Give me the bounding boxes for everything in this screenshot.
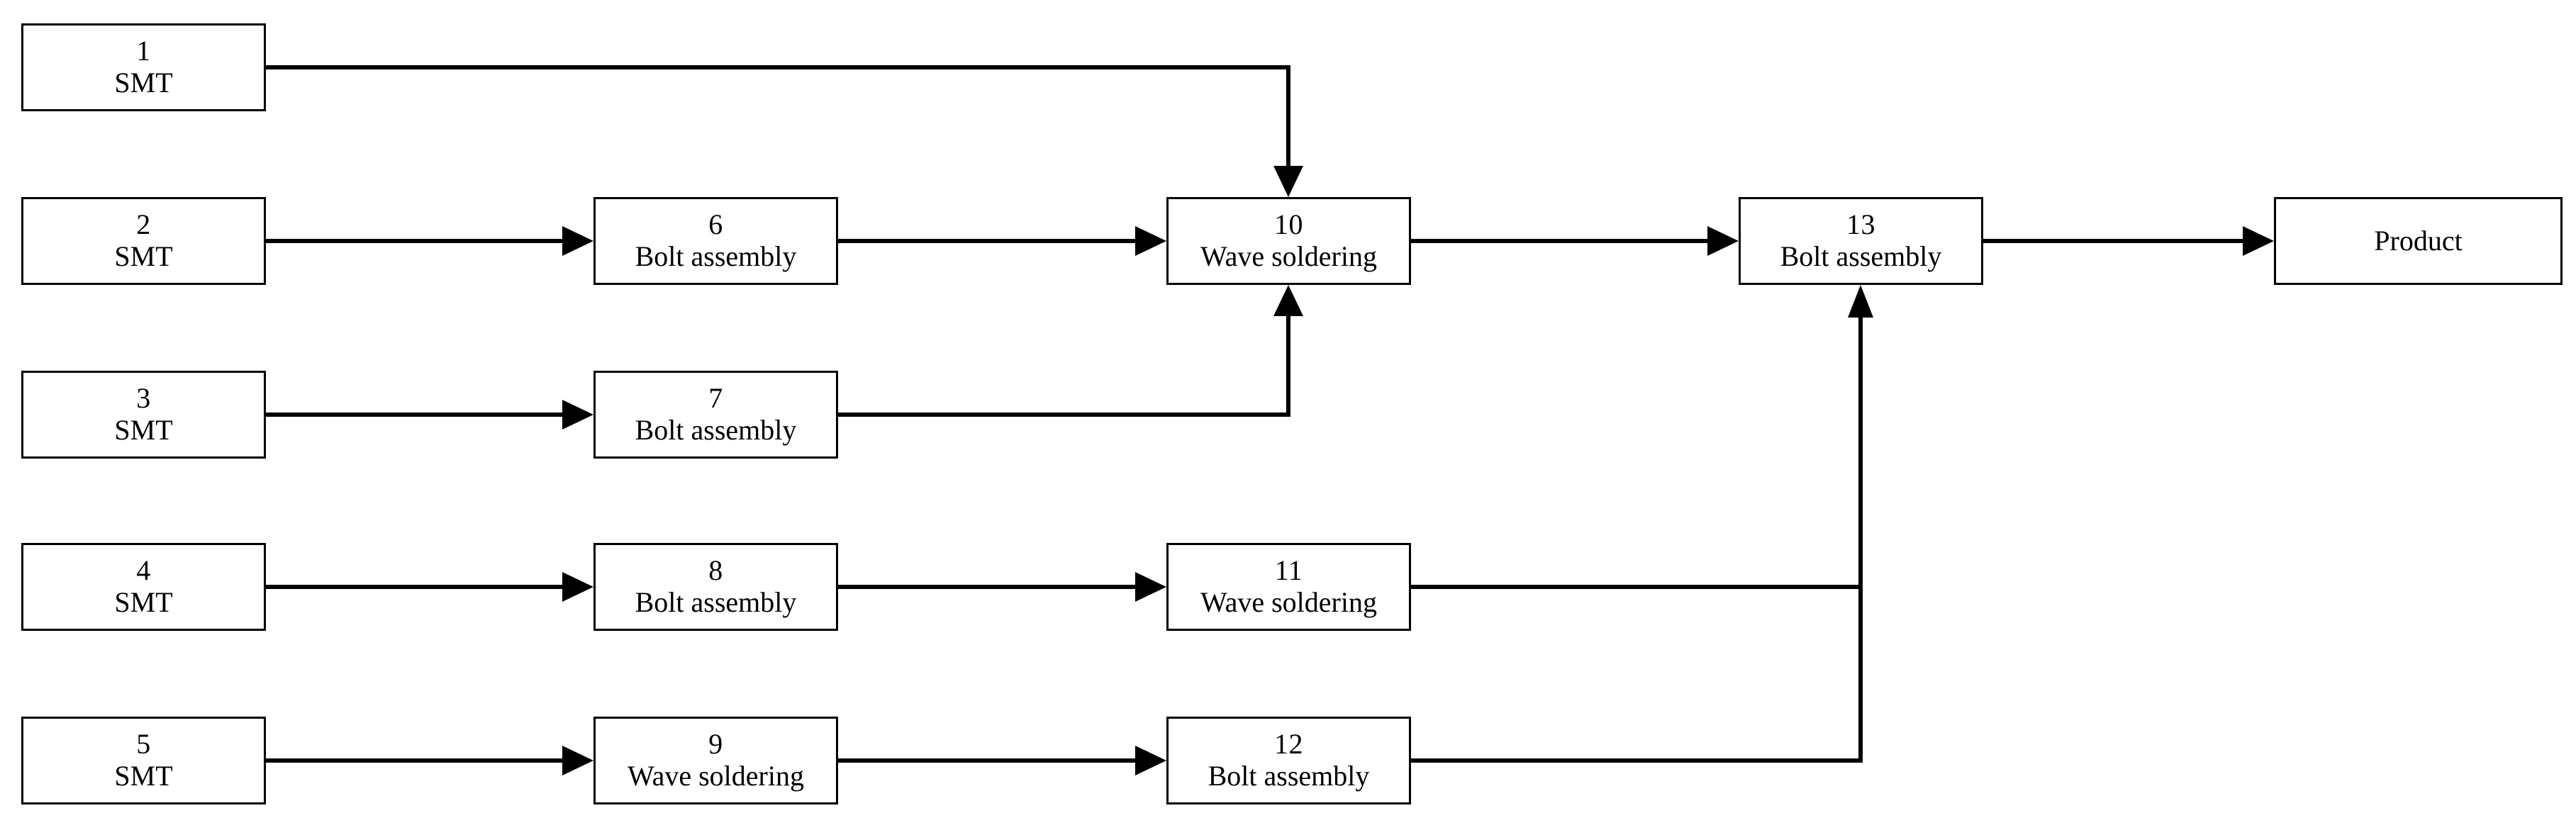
process-node-2[interactable]: 2 SMT [21,197,266,285]
process-node-11[interactable]: 11 Wave soldering [1166,543,1411,631]
node-label: Wave soldering [1200,586,1377,618]
node-label: Wave soldering [1200,240,1377,272]
node-number: 7 [708,382,723,415]
node-number: 2 [136,208,151,241]
node-number: 12 [1274,728,1303,761]
node-number: 10 [1274,208,1303,241]
edge-7-to-10 [838,285,1303,417]
node-label: Bolt assembly [1208,760,1370,792]
process-node-8[interactable]: 8 Bolt assembly [593,543,838,631]
process-node-7[interactable]: 7 Bolt assembly [593,371,838,459]
node-label: Wave soldering [628,760,804,792]
process-node-1[interactable]: 1 SMT [21,23,266,111]
node-number: 1 [136,35,151,67]
process-node-9[interactable]: 9 Wave soldering [593,717,838,804]
process-node-13[interactable]: 13 Bolt assembly [1739,197,1983,285]
edge-5-to-9 [266,746,593,775]
edge-9-to-12 [838,746,1166,775]
edge-13-to-product [1983,226,2274,256]
node-number: 9 [708,728,723,761]
node-label: Product [2374,224,2463,257]
node-label: Bolt assembly [635,240,797,272]
process-node-5[interactable]: 5 SMT [21,717,266,804]
node-number: 8 [708,554,723,587]
process-node-6[interactable]: 6 Bolt assembly [593,197,838,285]
edge-8-to-11 [838,572,1166,602]
node-label: SMT [114,240,173,272]
edge-10-to-13 [1411,226,1739,256]
node-number: 3 [136,382,151,415]
node-label: SMT [114,586,173,618]
node-number: 4 [136,554,151,587]
process-node-12[interactable]: 12 Bolt assembly [1166,717,1411,804]
process-node-10[interactable]: 10 Wave soldering [1166,197,1411,285]
process-node-4[interactable]: 4 SMT [21,543,266,631]
edge-3-to-7 [266,400,593,430]
node-label: SMT [114,67,173,99]
edge-4-to-8 [266,572,593,602]
node-label: Bolt assembly [635,414,797,446]
edge-1-to-10 [266,65,1303,197]
node-number: 6 [708,208,723,241]
edge-2-to-6 [266,226,593,256]
node-label: Bolt assembly [1780,240,1942,272]
node-label: SMT [114,760,173,792]
node-number: 5 [136,728,151,761]
node-number: 11 [1274,554,1303,587]
edge-12-to-13 [1411,285,1873,763]
node-number: 13 [1846,208,1875,241]
node-label: SMT [114,414,173,446]
product-node[interactable]: Product [2274,197,2563,285]
process-node-3[interactable]: 3 SMT [21,371,266,459]
node-label: Bolt assembly [635,586,797,618]
edge-6-to-10 [838,226,1166,256]
